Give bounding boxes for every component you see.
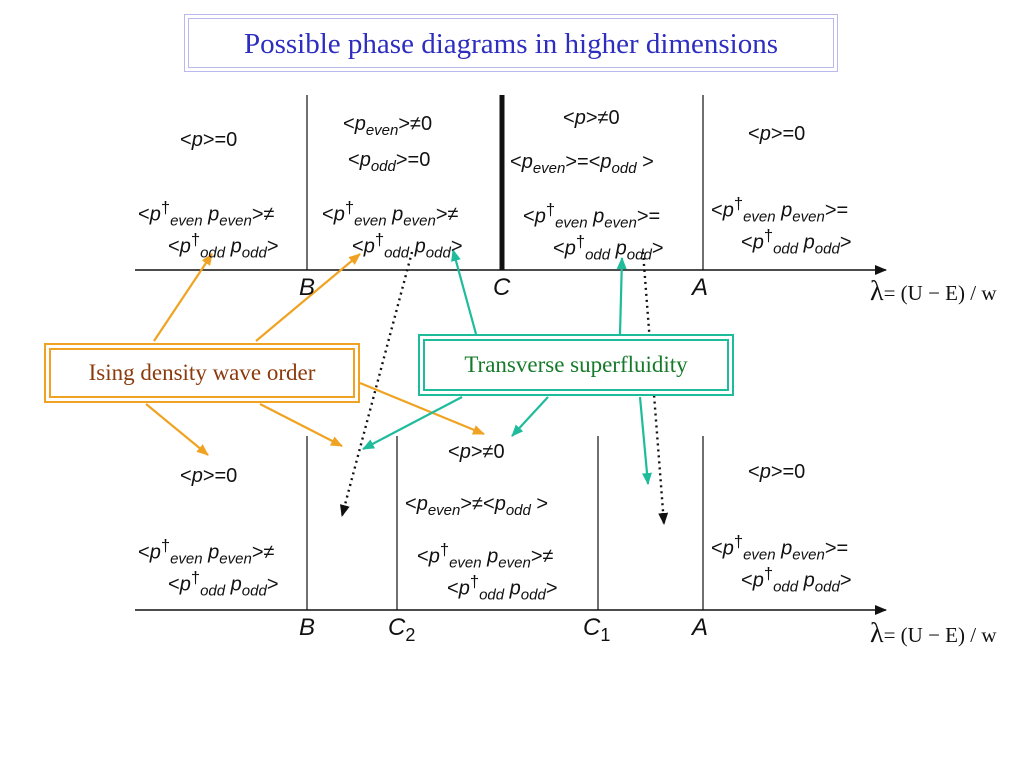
title-box: Possible phase diagrams in higher dimens…	[184, 14, 838, 72]
bottom-axis-formula: λ= (U − E) / w	[870, 618, 997, 649]
transverse-arrow-5	[638, 396, 652, 485]
bottom-axis-label-c2: C2	[388, 614, 416, 645]
transverse-arrow-4	[511, 396, 549, 437]
bottom-axis-label-c1: C1	[583, 614, 611, 645]
top-r3-line2: <peven>=<podd >	[510, 151, 654, 177]
bottom-r4-line1: <p>=0	[748, 461, 806, 483]
top-r3-line1: <p>≠0	[563, 107, 620, 129]
ising-label: Ising density wave order	[88, 360, 316, 385]
ising-label-box: Ising density wave order	[44, 343, 360, 403]
transverse-label-box: Transverse superfluidity	[418, 334, 734, 396]
top-r2-line1: <peven>≠0	[343, 113, 433, 139]
ising-arrow-4	[259, 403, 343, 447]
transverse-arrow-2	[616, 257, 627, 335]
top-axis-label-a: A	[692, 274, 709, 301]
top-r1-line2: <p†even peven>≠	[138, 198, 275, 230]
top-r4-line3: <p†odd podd>	[741, 226, 852, 258]
top-r2-line2: <podd>=0	[348, 149, 431, 175]
ising-arrow-5	[359, 381, 485, 436]
bottom-axis-label-b: B	[299, 614, 316, 641]
top-r2-line3: <p†even peven>≠	[322, 198, 459, 230]
top-axis-label-b: B	[299, 274, 316, 301]
transverse-arrow-1	[451, 249, 478, 335]
bottom-r1-line3: <p†odd podd>	[168, 568, 279, 600]
bottom-mid-line3: <p†even peven>≠	[417, 540, 554, 572]
top-axis-formula: λ= (U − E) / w	[870, 276, 997, 307]
ising-arrow-2	[255, 253, 361, 342]
top-r4-line1: <p>=0	[748, 123, 806, 145]
bottom-mid-line2: <peven>≠<podd >	[405, 493, 549, 519]
top-r2-line4: <p†odd podd>	[352, 230, 463, 262]
top-r1-line3: <p†odd podd>	[168, 230, 279, 262]
bottom-mid-line4: <p†odd podd>	[447, 572, 558, 604]
transverse-label: Transverse superfluidity	[464, 352, 688, 377]
bottom-r1-line1: <p>=0	[180, 465, 238, 487]
bottom-r4-line3: <p†odd podd>	[741, 564, 852, 596]
top-r4-line2: <p†even peven>=	[711, 194, 849, 226]
top-r3-line3: <p†even peven>=	[523, 200, 661, 232]
top-axis-label-c: C	[493, 274, 511, 301]
bottom-axis-label-a: A	[692, 614, 709, 641]
bottom-r1-line2: <p†even peven>≠	[138, 536, 275, 568]
page-title: Possible phase diagrams in higher dimens…	[243, 28, 779, 60]
ising-arrow-1	[153, 253, 213, 342]
transverse-arrow-3	[362, 396, 463, 450]
top-r1-line1: <p>=0	[180, 129, 238, 151]
ising-arrow-3	[145, 403, 209, 456]
bottom-mid-line1: <p>≠0	[448, 441, 505, 463]
bottom-r4-line2: <p†even peven>=	[711, 532, 849, 564]
top-r3-line4: <p†odd podd>	[553, 232, 664, 264]
